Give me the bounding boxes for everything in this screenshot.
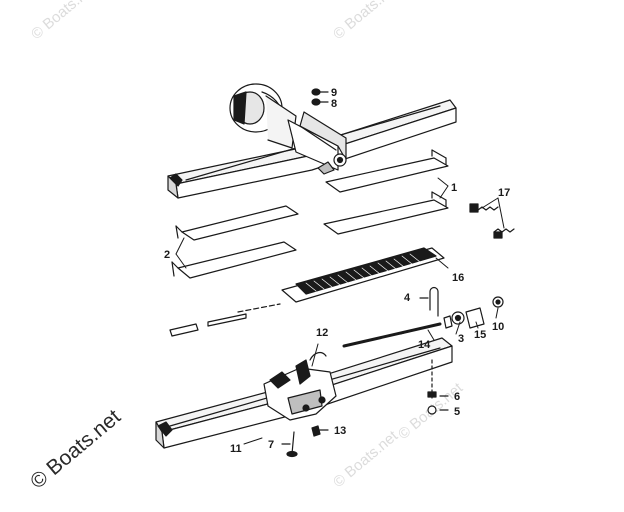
- plate-2-lower: [171, 241, 297, 279]
- u-bolt-4: [419, 286, 504, 329]
- leader-lines: [175, 177, 505, 445]
- callout-17: 17: [498, 187, 510, 199]
- callout-8: 8: [331, 98, 337, 110]
- spring-clips-17: [469, 203, 515, 239]
- callout-7: 7: [268, 439, 274, 451]
- callout-10: 10: [492, 321, 504, 333]
- screw-7: [281, 431, 298, 458]
- upper-bracket-assembly: [167, 83, 457, 199]
- callout-11: 11: [230, 443, 242, 455]
- plate-1-upper: [325, 149, 449, 193]
- washers-6-5: [427, 359, 449, 415]
- callout-13: 13: [334, 425, 346, 437]
- callout-labels: 9 8 1 17 2 16 4 10 12 14 3 15 6 5 11 7 1…: [164, 87, 510, 455]
- callout-12: 12: [316, 327, 328, 339]
- plate-2-upper: [175, 205, 299, 241]
- callout-6: 6: [454, 391, 460, 403]
- callout-3: 3: [458, 333, 464, 345]
- callout-14: 14: [418, 339, 431, 351]
- callout-4: 4: [404, 292, 411, 304]
- callout-16: 16: [452, 272, 464, 284]
- callout-2: 2: [164, 249, 170, 261]
- callout-1: 1: [451, 182, 457, 194]
- shaft-and-pin: [169, 303, 442, 348]
- plate-1-lower: [323, 191, 449, 235]
- lower-bracket-assembly: [155, 337, 453, 449]
- friction-pad-16: [281, 247, 445, 303]
- callout-5: 5: [454, 406, 460, 418]
- bolt-13: [311, 425, 329, 437]
- callout-9: 9: [331, 87, 337, 99]
- hardware-9-8: [311, 88, 329, 106]
- callout-15: 15: [474, 329, 486, 341]
